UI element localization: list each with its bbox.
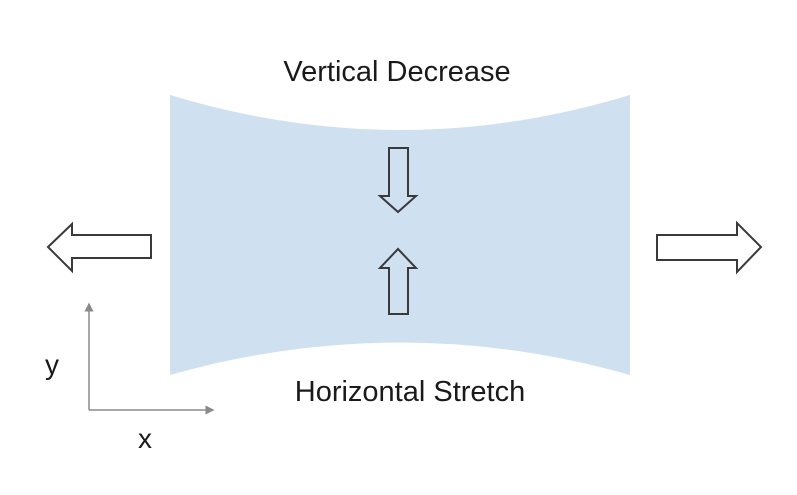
- arrow-down-icon: [377, 147, 419, 214]
- arrow-up-icon: [377, 247, 419, 315]
- bottom-label: Horizontal Stretch: [295, 376, 526, 408]
- y-axis-label: y: [45, 349, 59, 380]
- deformed-sheet: [170, 95, 630, 375]
- arrow-left-icon: [46, 221, 152, 274]
- top-label: Vertical Decrease: [283, 56, 510, 88]
- arrow-right-icon: [656, 220, 763, 275]
- x-axis-label: x: [138, 423, 152, 454]
